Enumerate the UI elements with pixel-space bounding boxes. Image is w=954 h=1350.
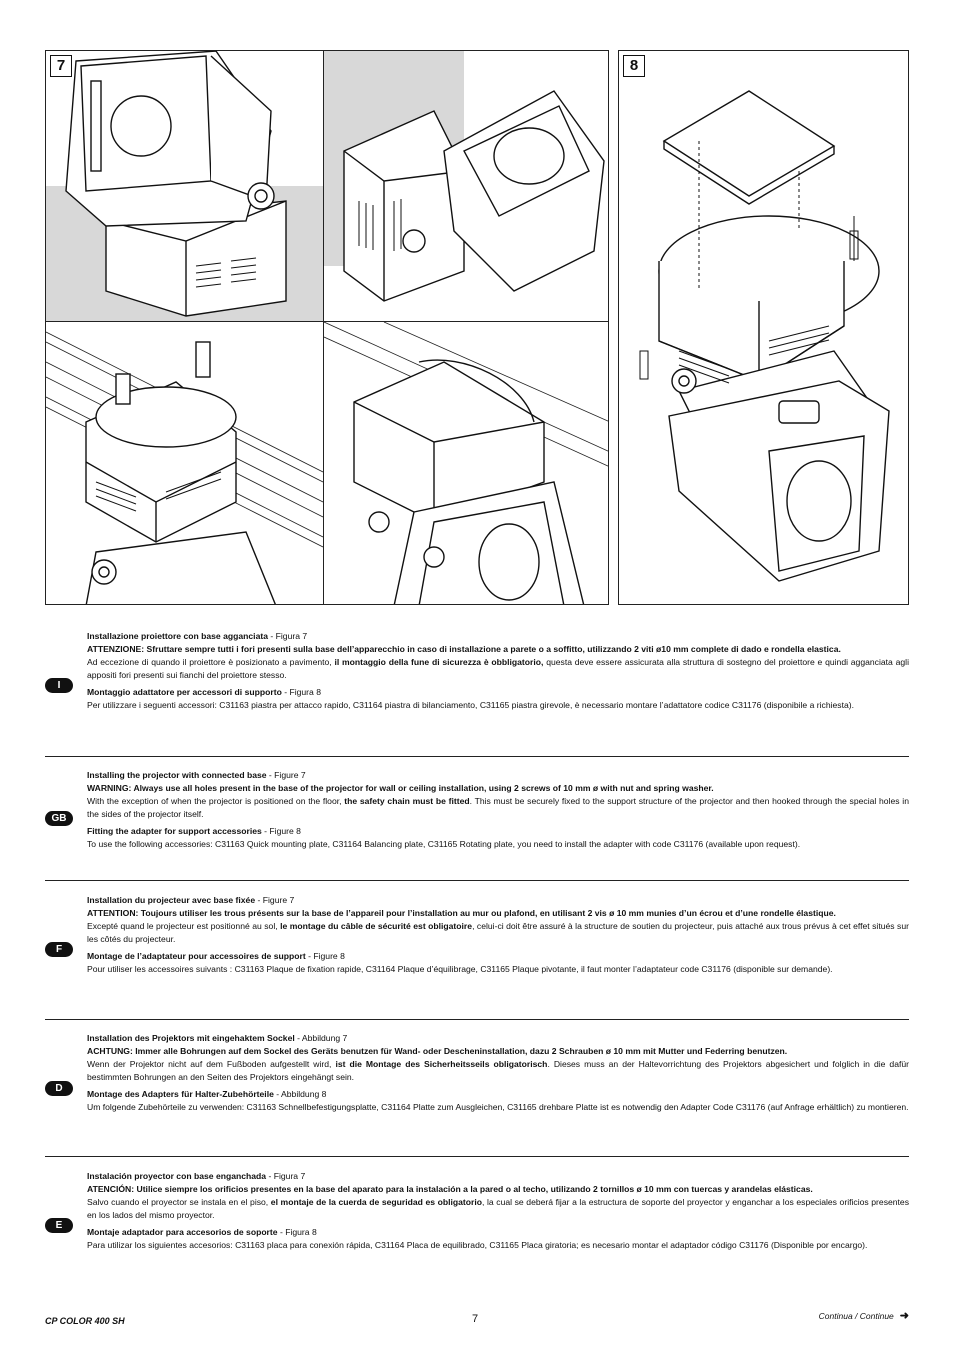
subheading: Montage de l’adaptateur pour accessoires… xyxy=(87,951,306,961)
figure-ref: - Figura 8 xyxy=(281,687,321,697)
section-text: Installation du projecteur avec base fix… xyxy=(87,894,909,980)
subheading-body: Pour utiliser les accessoires suivants :… xyxy=(87,964,833,974)
page-number: 7 xyxy=(472,1313,479,1325)
subheading-body: Para utilizar los siguientes accesorios:… xyxy=(87,1240,868,1250)
heading: Installazione proiettore con base agganc… xyxy=(87,631,268,641)
language-badge-i: I xyxy=(45,678,73,693)
subheading-body: Per utilizzare i seguenti accessori: C31… xyxy=(87,700,855,710)
section-text: Instalación proyector con base enganchad… xyxy=(87,1170,909,1256)
fig8-panel xyxy=(619,51,908,604)
section-italian: I Installazione proiettore con base agga… xyxy=(45,630,909,756)
subheading: Fitting the adapter for support accessor… xyxy=(87,826,262,836)
section-english: GB Installing the projector with connect… xyxy=(45,756,909,881)
body-text: Ad eccezione di quando il proiettore è p… xyxy=(87,657,335,667)
section-text: Installing the projector with connected … xyxy=(87,769,909,855)
figure-ref: - Figure 7 xyxy=(266,770,306,780)
figure-ref: - Abbildung 8 xyxy=(273,1089,327,1099)
subheading: Montaggio adattatore per accessori di su… xyxy=(87,687,282,697)
adapter-mounting-illustration xyxy=(639,90,890,582)
projector-side-illustration xyxy=(324,51,608,321)
body-text: , la cual se deberá fijar a la estructur… xyxy=(87,1197,910,1220)
language-badge-d: D xyxy=(45,1081,73,1096)
heading: Instalación proyector con base enganchad… xyxy=(87,1171,267,1181)
language-badge-f: F xyxy=(45,942,73,957)
section-french: F Installation du projecteur avec base f… xyxy=(45,880,909,1020)
body-text: , celui-ci doit être assuré à la structu… xyxy=(87,921,909,944)
body-text: questa deve essere assicurata alla strut… xyxy=(87,657,909,680)
heading: Installation du projecteur avec base fix… xyxy=(87,895,256,905)
section-text: Installazione proiettore con base agganc… xyxy=(87,630,909,716)
figure-7-number: 7 xyxy=(50,55,72,77)
body-bold: the safety chain must be fitted xyxy=(344,796,470,806)
body-bold: ist die Montage des Sicherheitsseils obl… xyxy=(335,1059,548,1069)
figure-ref: - Figura 7 xyxy=(266,1171,306,1181)
figure-ref: - Figure 8 xyxy=(261,826,301,836)
warning-text: ATTENTION: Toujours utiliser les trous p… xyxy=(87,908,836,918)
language-badge-gb: GB xyxy=(45,811,73,826)
subheading-body: Um folgende Zubehörteile zu verwenden: C… xyxy=(87,1102,909,1112)
figure-ref: - Abbildung 7 xyxy=(294,1033,348,1043)
subheading: Montaje adaptador para accesorios de sop… xyxy=(87,1227,278,1237)
body-bold: il montaggio della fune di sicurezza è o… xyxy=(334,657,544,667)
body-bold: el montaje de la cuerda de seguridad es … xyxy=(270,1197,483,1207)
language-badge-e: E xyxy=(45,1218,73,1233)
warning-text: WARNING: Always use all holes present in… xyxy=(87,783,714,793)
body-text: Wenn der Projektor nicht auf dem Fußbode… xyxy=(87,1059,336,1069)
heading: Installing the projector with connected … xyxy=(87,770,267,780)
fig7-panel-top-left xyxy=(46,51,324,322)
body-text: . This must be securely fixed to the sup… xyxy=(87,796,909,819)
figure-7: 7 xyxy=(45,50,609,605)
footer-model-name: CP COLOR 400 SH xyxy=(45,1316,125,1326)
warning-text: ATENCIÓN: Utilice siempre los orificios … xyxy=(87,1184,813,1194)
heading: Installation des Projektors mit eingehak… xyxy=(87,1033,295,1043)
subheading-body: To use the following accessories: C31163… xyxy=(87,839,801,849)
figure-8-number: 8 xyxy=(623,55,645,77)
continue-link[interactable]: Continua / Continue ➜ xyxy=(819,1309,909,1322)
body-bold: le montage du câble de sécurité est obli… xyxy=(280,921,473,931)
figure-ref: - Figura 8 xyxy=(277,1227,317,1237)
subheading: Montage des Adapters für Halter-Zubehört… xyxy=(87,1089,274,1099)
projector-floor-illustration xyxy=(46,51,323,317)
figure-ref: - Figura 7 xyxy=(268,631,308,641)
warning-text: ACHTUNG: Immer alle Bohrungen auf dem So… xyxy=(87,1046,788,1056)
figure-ref: - Figure 8 xyxy=(305,951,345,961)
body-text: . Dieses muss an der Haltevorrichtung de… xyxy=(87,1059,910,1082)
body-text: Excepté quand le projecteur est position… xyxy=(87,921,281,931)
figure-8: 8 xyxy=(618,50,909,605)
section-german: D Installation des Projektors mit eingeh… xyxy=(45,1019,909,1157)
fig7-panel-bottom-right xyxy=(324,322,608,604)
body-text: With the exception of when the projector… xyxy=(87,796,345,806)
projector-ceiling-illustration xyxy=(46,331,323,604)
arrow-right-icon: ➜ xyxy=(899,1310,909,1322)
fig7-panel-bottom-left xyxy=(46,322,324,604)
figure-ref: - Figure 7 xyxy=(255,895,295,905)
section-text: Installation des Projektors mit eingehak… xyxy=(87,1032,909,1118)
projector-bar-mount-illustration xyxy=(324,322,608,604)
warning-text: ATTENZIONE: Sfruttare sempre tutti i for… xyxy=(87,644,841,654)
section-spanish: E Instalación proyector con base enganch… xyxy=(45,1156,909,1295)
fig7-panel-top-right xyxy=(324,51,608,322)
body-text: Salvo cuando el proyector se instala en … xyxy=(87,1197,271,1207)
continue-label: Continua / Continue xyxy=(818,1311,894,1321)
